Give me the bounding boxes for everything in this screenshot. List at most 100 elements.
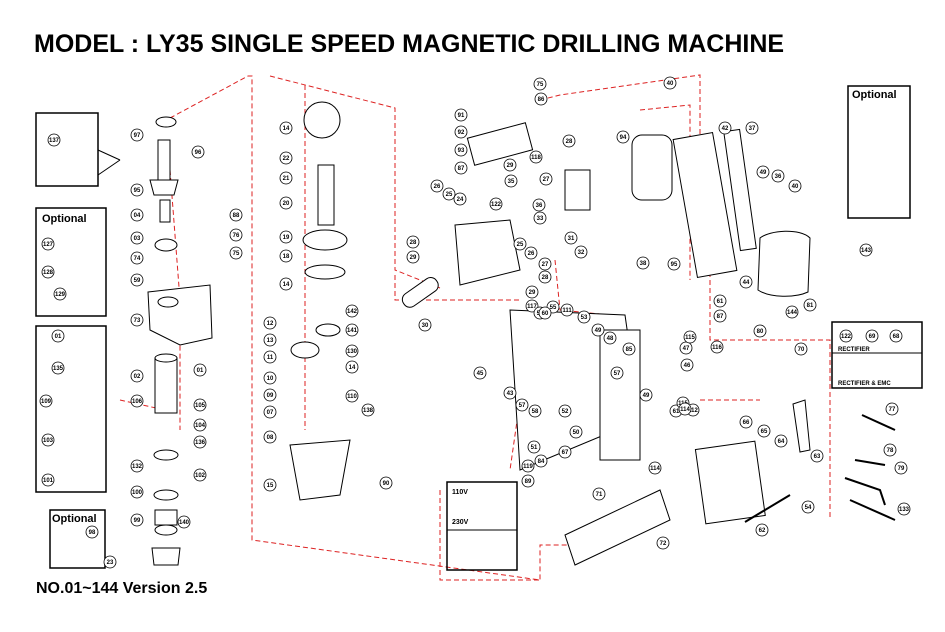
part-number-label: 14	[283, 126, 290, 132]
part-number-label: 52	[562, 409, 569, 415]
part-number-label: 87	[717, 314, 724, 320]
part-callout: 118	[529, 150, 543, 164]
part-callout: 49	[756, 165, 770, 179]
part-callout: 67	[558, 445, 572, 459]
part-number-label: 135	[53, 366, 64, 372]
part-callout: 103	[41, 433, 55, 447]
part-callout: 95	[130, 183, 144, 197]
part-callout: 19	[279, 230, 293, 244]
part-number-label: 85	[626, 347, 633, 353]
part-callout: 30	[418, 318, 432, 332]
part-callout: 122	[839, 329, 853, 343]
handle-62	[792, 399, 811, 453]
part-number-label: 143	[861, 248, 872, 254]
part-callout: 29	[525, 285, 539, 299]
part-callout: 28	[562, 134, 576, 148]
part-number-label: 29	[410, 255, 417, 261]
part-number-label: 24	[457, 197, 464, 203]
part-number-label: 51	[531, 445, 538, 451]
optional-label-3: Optional	[852, 89, 897, 101]
part-number-label: 01	[55, 334, 62, 340]
part-callout: 08	[263, 430, 277, 444]
part-number-label: 27	[542, 262, 549, 268]
part-callout: 77	[885, 402, 899, 416]
part-number-label: 63	[814, 454, 821, 460]
part-callout: 65	[757, 424, 771, 438]
part-callout: 12	[263, 316, 277, 330]
part-number-label: 74	[134, 256, 141, 262]
part-number-label: 10	[267, 376, 274, 382]
part-number-label: 70	[798, 347, 805, 353]
part-number-label: 61	[673, 409, 680, 415]
part-callout: 26	[430, 179, 444, 193]
part-number-label: 91	[458, 113, 465, 119]
part-callout: 97	[130, 128, 144, 142]
part-callout: 43	[503, 386, 517, 400]
part-number-label: 02	[134, 374, 141, 380]
part-callout: 74	[130, 251, 144, 265]
part-callout: 110	[345, 389, 359, 403]
part-number-label: 115	[685, 335, 695, 341]
part-number-label: 75	[537, 82, 544, 88]
part-number-label: 03	[134, 236, 141, 242]
part-number-label: 111	[562, 308, 572, 314]
part-callout: 22	[279, 151, 293, 165]
part-callout: 99	[130, 513, 144, 527]
part-callout: 40	[663, 76, 677, 90]
part-callout: 24	[453, 192, 467, 206]
part-number-label: 90	[383, 481, 390, 487]
hand-tools	[744, 404, 896, 523]
part-callout: 98	[85, 525, 99, 539]
part-number-label: 102	[195, 473, 206, 479]
part-callout: 101	[41, 473, 55, 487]
part-callout: 70	[794, 342, 808, 356]
part-number-label: 29	[529, 290, 536, 296]
part-number-label: 36	[775, 174, 782, 180]
part-number-label: 36	[536, 203, 543, 209]
part-callout: 36	[532, 198, 546, 212]
part-callout: 135	[51, 361, 65, 375]
part-number-label: 95	[671, 262, 678, 268]
part-number-label: 40	[667, 81, 674, 87]
part-callout: 33	[533, 211, 547, 225]
part-callout: 37	[745, 121, 759, 135]
part-callout: 81	[803, 298, 817, 312]
part-number-label: 62	[759, 528, 766, 534]
part-callout: 20	[279, 196, 293, 210]
part-number-label: 31	[568, 236, 575, 242]
part-callout: 54	[801, 500, 815, 514]
part-number-label: 60	[542, 311, 549, 317]
part-number-label: 137	[49, 138, 60, 144]
part-number-label: 75	[233, 251, 240, 257]
part-number-label: 133	[899, 507, 910, 513]
part-number-label: 42	[722, 126, 729, 132]
part-number-label: 104	[195, 423, 206, 429]
part-callout: 31	[564, 231, 578, 245]
chip-guard	[757, 230, 811, 297]
part-callout: 116	[710, 340, 724, 354]
part-callout: 84	[534, 454, 548, 468]
machine-body	[509, 309, 766, 525]
part-number-label: 26	[528, 251, 535, 257]
part-number-label: 49	[643, 393, 650, 399]
part-number-label: 18	[283, 254, 290, 260]
part-number-label: 95	[134, 188, 141, 194]
part-number-label: 110	[347, 394, 357, 400]
part-callout: 105	[193, 398, 207, 412]
part-callout: 36	[771, 169, 785, 183]
part-number-label: 61	[717, 299, 724, 305]
part-number-label: 77	[889, 407, 896, 413]
part-callout: 130	[345, 344, 359, 358]
part-callout: 68	[889, 329, 903, 343]
diagram-title: MODEL : LY35 SINGLE SPEED MAGNETIC DRILL…	[34, 30, 785, 58]
part-number-label: 01	[197, 368, 204, 374]
part-callout: 109	[39, 394, 53, 408]
part-number-label: 106	[132, 399, 143, 405]
part-callout: 53	[577, 310, 591, 324]
part-number-label: 37	[749, 126, 756, 132]
part-number-label: 20	[283, 201, 290, 207]
part-number-label: 99	[134, 518, 141, 524]
part-number-label: 94	[620, 135, 627, 141]
part-number-label: 92	[458, 130, 465, 136]
part-number-label: 88	[233, 213, 240, 219]
